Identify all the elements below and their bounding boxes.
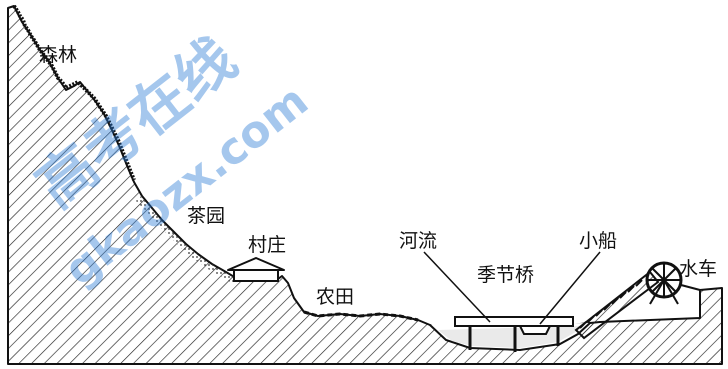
tea-garden-strip <box>136 196 236 283</box>
farmland-surface <box>303 310 419 322</box>
label-seasonal-bridge: 季节桥 <box>477 264 534 286</box>
label-tea-garden: 茶园 <box>187 205 225 227</box>
label-small-boat: 小船 <box>579 230 617 252</box>
boat-leader-line <box>539 251 601 325</box>
label-forest: 森林 <box>39 44 77 66</box>
label-waterwheel: 水车 <box>679 258 717 280</box>
label-farmland: 农田 <box>316 286 354 308</box>
small-boat-icon <box>518 325 552 335</box>
village-house-icon <box>227 257 285 282</box>
forest-canopy-outline <box>12 4 136 181</box>
label-river: 河流 <box>399 230 437 252</box>
label-village: 村庄 <box>248 234 286 256</box>
waterwheel-icon <box>574 261 701 340</box>
river-leader-line <box>423 251 491 323</box>
seasonal-bridge-icon <box>454 316 574 352</box>
